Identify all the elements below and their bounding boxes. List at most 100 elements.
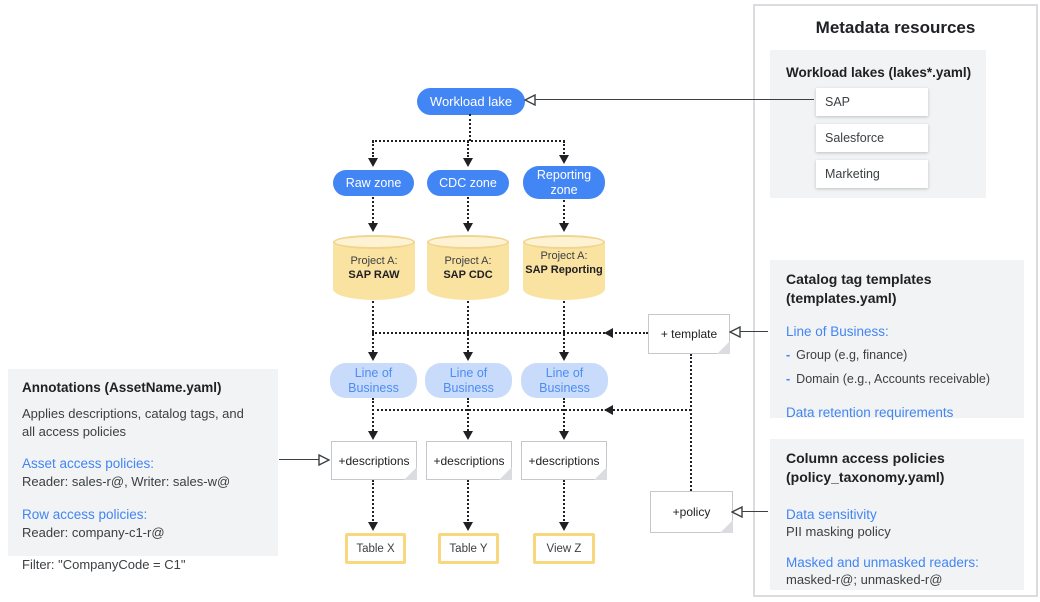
- cylinder-top: [333, 235, 415, 249]
- arrowhead-down: [463, 158, 473, 167]
- open-arrowhead-left: [729, 326, 741, 338]
- connector: [563, 141, 565, 157]
- cylinder-body: [333, 242, 415, 300]
- arrowhead-down: [559, 155, 569, 164]
- arrowhead-left: [604, 328, 613, 338]
- connector: [563, 480, 565, 521]
- masked-readers-value: masked-r@; unmasked-r@: [786, 571, 943, 587]
- line-of-business-pill-3: Line of Business: [521, 363, 608, 398]
- data-sensitivity-value: PII masking policy: [786, 523, 891, 539]
- table-x-node: Table X: [345, 533, 406, 564]
- bullet-group-label: Group (e.g, finance): [796, 347, 908, 362]
- arrow-annotations-to-descriptions: [279, 459, 324, 460]
- project-prefix: Project A:: [350, 255, 398, 267]
- connector-template-policy: [690, 354, 692, 491]
- arrow-policies-to-policy: [738, 511, 768, 512]
- bullet-dash: -: [786, 372, 791, 387]
- project-prefix: Project A:: [444, 255, 492, 267]
- connector-template-bus: [372, 332, 648, 334]
- connector: [467, 480, 469, 521]
- arrowhead-down: [368, 522, 378, 531]
- column-access-policies-section: Column access policies (policy_taxonomy.…: [770, 439, 1024, 590]
- data-retention-heading: Data retention requirements: [786, 405, 954, 421]
- project-name: SAP CDC: [443, 269, 493, 282]
- descriptions-note-3: +descriptions: [521, 441, 607, 480]
- connector: [372, 141, 374, 157]
- connector: [563, 200, 565, 223]
- arrowhead-down: [368, 352, 378, 361]
- bullet-dash: -: [786, 347, 791, 362]
- project-sap-cdc-cylinder: Project A: SAP CDC: [427, 235, 509, 300]
- descriptions-note-2: +descriptions: [426, 441, 512, 480]
- project-name: SAP Reporting: [525, 264, 603, 277]
- project-sap-reporting-cylinder: Project A: SAP Reporting: [523, 235, 605, 300]
- workload-lakes-section: Workload lakes (lakes*.yaml) SAP Salesfo…: [770, 50, 986, 198]
- reporting-zone-node: Reporting zone: [523, 166, 605, 199]
- open-arrowhead-left: [524, 94, 536, 106]
- arrowhead-down: [368, 223, 378, 232]
- connector-template-lower-bus: [372, 409, 691, 411]
- cdc-zone-node: CDC zone: [427, 170, 509, 196]
- open-arrowhead-left: [731, 506, 743, 518]
- connector: [467, 197, 469, 223]
- lake-card-salesforce: Salesforce: [816, 124, 928, 153]
- raw-zone-node: Raw zone: [333, 170, 414, 196]
- data-sensitivity-heading: Data sensitivity: [786, 506, 877, 522]
- connector: [372, 480, 374, 521]
- annotations-description: Applies descriptions, catalog tags, and …: [22, 406, 244, 440]
- row-access-policies-value: Reader: company-c1-r@: [22, 524, 165, 540]
- catalog-templates-heading: Catalog tag templates (templates.yaml): [786, 271, 932, 306]
- policy-note: +policy: [650, 491, 733, 533]
- asset-access-policies-heading: Asset access policies:: [22, 456, 155, 472]
- template-note: + template: [648, 314, 730, 354]
- arrowhead-down: [463, 431, 473, 440]
- catalog-templates-section: Catalog tag templates (templates.yaml) L…: [770, 260, 1024, 421]
- arrow-sap-to-workload-lake: [530, 99, 814, 100]
- arrowhead-left: [604, 405, 613, 415]
- project-sap-raw-cylinder: Project A:SAP RAW: [333, 235, 415, 300]
- connector: [563, 301, 565, 352]
- bullet-domain: - Domain (e.g., Accounts receivable): [786, 371, 1008, 387]
- cylinder-body: [427, 242, 509, 300]
- cylinder-top: [427, 235, 509, 249]
- connector: [467, 301, 469, 352]
- view-z-node: View Z: [533, 533, 595, 564]
- arrow-catalog-to-template: [737, 331, 768, 332]
- bullet-group: - Group (e.g, finance): [786, 347, 1008, 363]
- cylinder-top: [523, 235, 605, 249]
- line-of-business-pill-1: Line of Business: [330, 363, 417, 398]
- row-access-policies-heading: Row access policies:: [22, 506, 148, 522]
- arrowhead-down: [559, 431, 569, 440]
- metadata-resources-title: Metadata resources: [815, 18, 976, 37]
- open-arrowhead-right: [318, 454, 330, 466]
- lake-card-sap: SAP: [816, 88, 928, 117]
- masked-readers-heading: Masked and unmasked readers:: [786, 554, 979, 570]
- descriptions-note-1: +descriptions: [331, 441, 417, 480]
- lake-card-marketing: Marketing: [816, 160, 928, 189]
- annotations-panel-title: Annotations (AssetName.yaml): [22, 380, 222, 395]
- table-y-node: Table Y: [438, 533, 499, 564]
- annotations-panel: Annotations (AssetName.yaml) Applies des…: [8, 369, 278, 572]
- workload-lake-node: Workload lake: [417, 88, 525, 115]
- line-of-business-heading: Line of Business:: [786, 323, 889, 339]
- column-access-policies-heading: Column access policies (policy_taxonomy.…: [786, 450, 945, 485]
- project-prefix: Project A:: [540, 250, 588, 262]
- cylinder-body: [523, 242, 605, 300]
- arrowhead-down: [368, 158, 378, 167]
- arrowhead-down: [463, 352, 473, 361]
- workload-lakes-heading: Workload lakes (lakes*.yaml): [786, 65, 972, 80]
- asset-access-policies-value: Reader: sales-r@, Writer: sales-w@: [22, 474, 231, 490]
- line-of-business-pill-2: Line of Business: [425, 363, 512, 398]
- arrowhead-down: [463, 223, 473, 232]
- connector: [372, 197, 374, 223]
- arrowhead-down: [463, 522, 473, 531]
- connector: [372, 301, 374, 352]
- arrowhead-down: [559, 223, 569, 232]
- connector: [563, 398, 565, 431]
- connector: [467, 398, 469, 431]
- arrowhead-down: [559, 522, 569, 531]
- metadata-resources-panel: Metadata resources Workload lakes (lakes…: [753, 4, 1038, 597]
- bullet-domain-label: Domain (e.g., Accounts receivable): [796, 372, 991, 387]
- arrowhead-down: [368, 431, 378, 440]
- filter-value: Filter: "CompanyCode = C1": [22, 556, 186, 572]
